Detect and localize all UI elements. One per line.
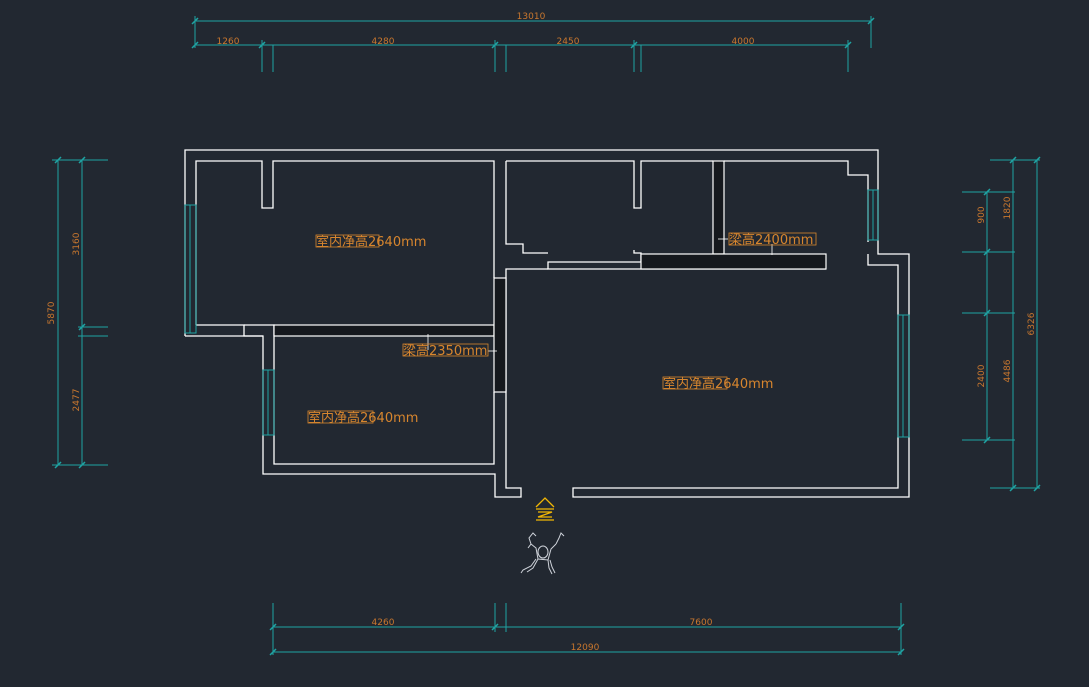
dim-left-overall: 5870 [47,301,57,324]
room-label-lower-left: 室内净高2640mm [308,410,418,426]
beam-leaders [427,238,773,352]
beam-left [273,324,495,337]
dim-left-seg-1: 3160 [72,232,82,255]
label-box-beam-left [402,343,489,357]
dim-top-overall: 13010 [517,12,546,22]
windows [184,189,910,438]
dim-bottom-seg-1: 4260 [372,618,395,628]
entrance-arrow-icon [535,497,555,521]
dim-top-seg-3: 2450 [557,37,580,47]
dimension-ticks [54,17,1041,656]
dim-right-mid-2: 4486 [1003,359,1013,382]
outer-wall-right [572,242,910,498]
inner-wall-upper-left [195,160,495,325]
inner-wall-top-right [724,160,869,242]
beam-label-left: 梁高2350mm [403,343,487,359]
dim-left-seg-2: 2477 [72,389,82,412]
beam-center [493,277,507,393]
living-top-left [505,268,548,278]
label-box-upper-left [315,234,380,248]
label-box-beam-right [728,232,817,246]
beams [273,160,827,393]
room-label-right: 室内净高2640mm [663,376,773,392]
walls [184,149,910,498]
room-label-upper-left: 室内净高2640mm [316,234,426,250]
dim-bottom-overall: 12090 [571,643,600,653]
dim-top-seg-1: 1260 [217,37,240,47]
label-box-lower-left [307,410,374,424]
dim-right-mid-1: 1820 [1003,196,1013,219]
dim-bottom-seg-2: 7600 [690,618,713,628]
left-room-bottom [196,324,263,337]
beam-right [640,253,827,270]
dim-right-overall: 6326 [1027,312,1037,335]
dim-top-seg-4: 4000 [732,37,755,47]
inner-wall-kitchen-top [506,160,713,209]
kitchen-left-wall [505,161,548,254]
label-box-right [662,376,728,390]
beam-label-right: 梁高2400mm [729,232,813,248]
partition-corner [244,324,275,336]
beam-top-vertical [712,160,725,255]
person-icon [520,532,565,575]
dim-top-seg-2: 4280 [372,37,395,47]
dim-right-inner-2: 2400 [977,364,987,387]
dim-right-inner-1: 900 [977,206,987,223]
